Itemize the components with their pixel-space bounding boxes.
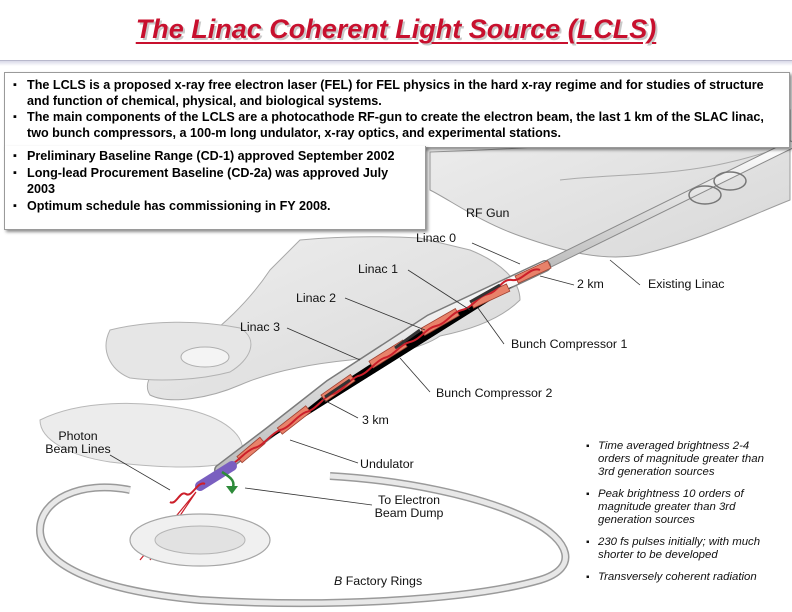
label-linac-3: Linac 3 (240, 320, 280, 334)
photon-beam-wave (169, 482, 206, 504)
label-photon-beam-lines: Photon Beam Lines (45, 429, 111, 456)
label-beam-dump: To Electron Beam Dump (374, 493, 444, 520)
label-rf-gun: RF Gun (466, 206, 510, 220)
title-rule (0, 60, 792, 66)
label-b-italic: B (334, 574, 343, 588)
beam-wave (231, 268, 541, 465)
label-3km: 3 km (362, 413, 389, 427)
performance-bullets: Time averaged brightness 2-4 orders of m… (586, 440, 782, 593)
label-bunch-compressor-1: Bunch Compressor 1 (511, 337, 628, 351)
terrain-left (105, 321, 252, 381)
intro-bullet: The main components of the LCLS are a ph… (13, 109, 781, 141)
linac-ring-1 (688, 185, 722, 205)
page-title: The Linac Coherent Light Source (LCLS) (135, 14, 657, 44)
label-b-factory-rings: B Factory Rings (334, 574, 422, 588)
undulator-magnet (195, 461, 237, 491)
performance-bullet: Time averaged brightness 2-4 orders of m… (586, 440, 782, 479)
schedule-bullet: Optimum schedule has commissioning in FY… (13, 198, 417, 215)
label-bunch-compressor-2: Bunch Compressor 2 (436, 386, 553, 400)
label-2km: 2 km (577, 277, 604, 291)
performance-bullet: Transversely coherent radiation (586, 571, 782, 584)
intro-bullet: The LCLS is a proposed x-ray free electr… (13, 77, 781, 109)
label-linac-0: Linac 0 (416, 231, 456, 245)
bfactory-ring-inner (37, 473, 568, 606)
leader-lines (109, 242, 641, 506)
linac-ring-2 (713, 171, 747, 191)
schedule-bullets-box: Preliminary Baseline Range (CD-1) approv… (4, 146, 426, 230)
schedule-bullet: Preliminary Baseline Range (CD-1) approv… (13, 148, 417, 165)
label-existing-linac: Existing Linac (648, 277, 725, 291)
performance-bullet: Peak brightness 10 orders of magnitude g… (586, 488, 782, 527)
schedule-bullet: Long-lead Procurement Baseline (CD-2a) w… (13, 165, 417, 198)
beam-dark (324, 283, 501, 399)
label-linac-2: Linac 2 (296, 291, 336, 305)
site-pond (180, 346, 230, 368)
label-undulator: Undulator (360, 457, 414, 471)
intro-bullets-box: The LCLS is a proposed x-ray free electr… (4, 72, 790, 148)
performance-bullet: 230 fs pulses initially; with much short… (586, 536, 782, 562)
label-factory-rings: Factory Rings (342, 574, 423, 588)
page-title-shadow: The Linac Coherent Light Source (LCLS) (137, 16, 659, 46)
bfactory-ring-outer (35, 472, 570, 608)
label-linac-1: Linac 1 (358, 262, 398, 276)
